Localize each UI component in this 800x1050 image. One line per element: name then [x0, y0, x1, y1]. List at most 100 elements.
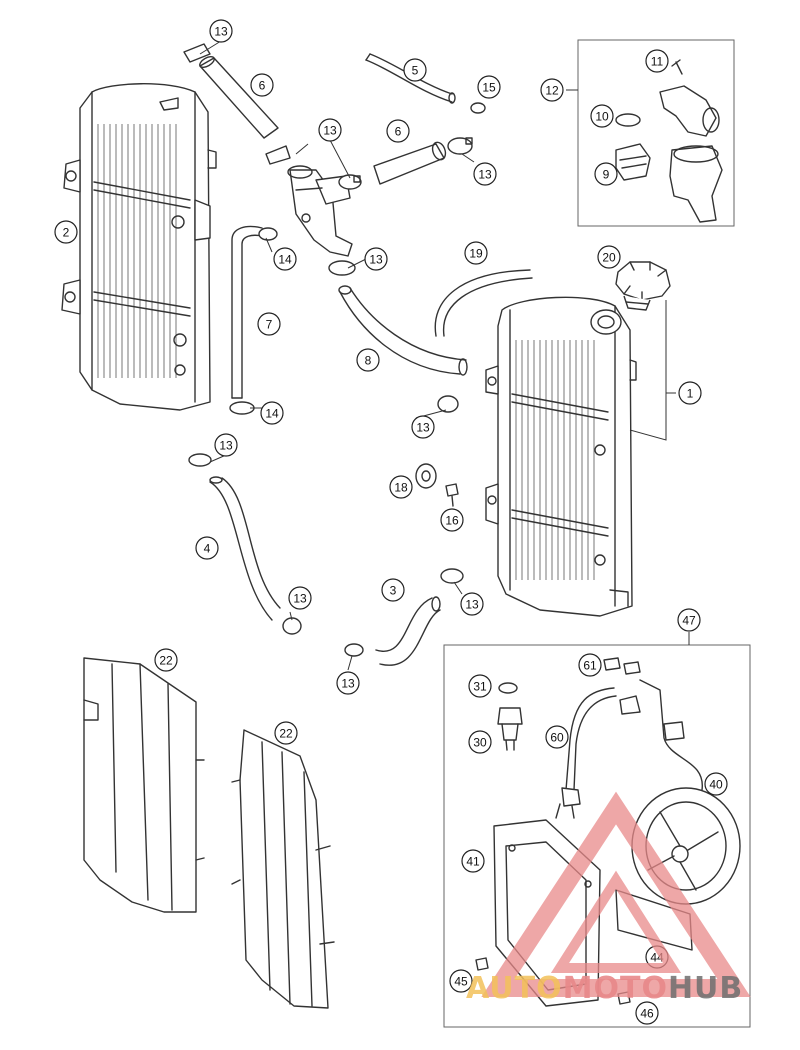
callout-c13f: 13: [214, 433, 238, 457]
callout-circle: [274, 721, 298, 745]
callout-c31: 31: [468, 674, 492, 698]
callout-circle: [678, 381, 702, 405]
callout-c15: 15: [477, 75, 501, 99]
callout-circle: [468, 730, 492, 754]
callout-circle: [154, 648, 178, 672]
callout-circle: [195, 536, 219, 560]
callout-c22b: 22: [274, 721, 298, 745]
callout-label: 45: [454, 975, 468, 989]
callout-circle: [257, 312, 281, 336]
callout-c61: 61: [578, 653, 602, 677]
callout-label: 6: [395, 125, 402, 139]
watermark-text-hub: HUB: [668, 971, 743, 1006]
callout-circle: [635, 1001, 659, 1025]
callout-circle: [288, 586, 312, 610]
callout-circle: [209, 19, 233, 43]
callout-circle: [403, 58, 427, 82]
callout-c13e: 13: [411, 415, 435, 439]
callout-label: 16: [445, 514, 459, 528]
callout-c20: 20: [597, 245, 621, 269]
callout-circle: [356, 348, 380, 372]
callout-label: 22: [159, 654, 173, 668]
callout-circle: [386, 119, 410, 143]
callout-label: 22: [279, 727, 293, 741]
callout-circle: [411, 415, 435, 439]
callout-circle: [460, 592, 484, 616]
callout-c16: 16: [440, 508, 464, 532]
callout-circle: [389, 475, 413, 499]
callout-label: 40: [709, 778, 723, 792]
callout-label: 7: [266, 318, 273, 332]
callout-label: 2: [63, 226, 70, 240]
callout-c8: 8: [356, 348, 380, 372]
callout-c45: 45: [449, 969, 473, 993]
left-radiator: [61, 83, 217, 411]
callout-c47: 47: [677, 608, 701, 632]
callout-circle: [540, 78, 564, 102]
callout-label: 5: [412, 64, 419, 78]
callout-c22a: 22: [154, 648, 178, 672]
automotohub-watermark: AUTOMOTOHUB: [466, 791, 751, 1006]
callout-label: 8: [365, 354, 372, 368]
radiator-spoilers: [83, 657, 335, 1009]
leader-lines: [199, 40, 676, 671]
callout-label: 13: [214, 25, 228, 39]
callout-c6a: 6: [250, 73, 274, 97]
callout-c18: 18: [389, 475, 413, 499]
callout-c30: 30: [468, 730, 492, 754]
callout-circle: [250, 73, 274, 97]
callout-c13b: 13: [318, 118, 342, 142]
callout-label: 19: [469, 247, 483, 261]
callout-label: 13: [465, 598, 479, 612]
callout-label: 13: [219, 439, 233, 453]
callout-label: 6: [259, 79, 266, 93]
callout-label: 46: [640, 1007, 654, 1021]
callout-label: 31: [473, 680, 487, 694]
callout-label: 61: [583, 659, 597, 673]
callout-circle: [364, 247, 388, 271]
callout-c13i: 13: [336, 671, 360, 695]
hose-clamps: [183, 43, 486, 657]
callout-circle: [273, 247, 297, 271]
callout-circle: [578, 653, 602, 677]
callout-label: 1: [687, 387, 694, 401]
callout-circle: [54, 220, 78, 244]
callout-label: 11: [651, 55, 664, 69]
callout-circle: [677, 608, 701, 632]
callout-c10: 10: [590, 104, 614, 128]
callout-c11: 11: [645, 49, 669, 73]
callout-c13d: 13: [364, 247, 388, 271]
callout-label: 10: [595, 110, 609, 124]
callout-label: 9: [603, 168, 610, 182]
callout-c13a: 13: [209, 19, 233, 43]
callout-circle: [477, 75, 501, 99]
callout-circle: [590, 104, 614, 128]
callout-label: 18: [394, 481, 408, 495]
callout-c5: 5: [403, 58, 427, 82]
callout-label: 4: [204, 542, 211, 556]
callout-c13c: 13: [473, 162, 497, 186]
callout-circle: [597, 245, 621, 269]
callout-c41: 41: [461, 849, 485, 873]
callout-c4: 4: [195, 536, 219, 560]
callout-c9: 9: [594, 162, 618, 186]
callout-circle: [381, 578, 405, 602]
callout-circle: [260, 401, 284, 425]
callout-circle: [449, 969, 473, 993]
svg-text:AUTOMOTOHUB: AUTOMOTOHUB: [466, 971, 743, 1006]
watermark-triangle-icon: [481, 791, 751, 997]
callout-label: 47: [682, 614, 696, 628]
callout-circle: [473, 162, 497, 186]
callout-circle: [440, 508, 464, 532]
watermark-text-auto: AUTO: [466, 971, 563, 1006]
callout-c2: 2: [54, 220, 78, 244]
callout-label: 60: [550, 731, 564, 745]
callout-label: 14: [278, 253, 292, 267]
callout-label: 30: [473, 736, 487, 750]
callout-c12: 12: [540, 78, 564, 102]
callout-label: 3: [390, 584, 397, 598]
callout-label: 13: [369, 253, 383, 267]
callout-c7: 7: [257, 312, 281, 336]
callout-c1: 1: [678, 381, 702, 405]
